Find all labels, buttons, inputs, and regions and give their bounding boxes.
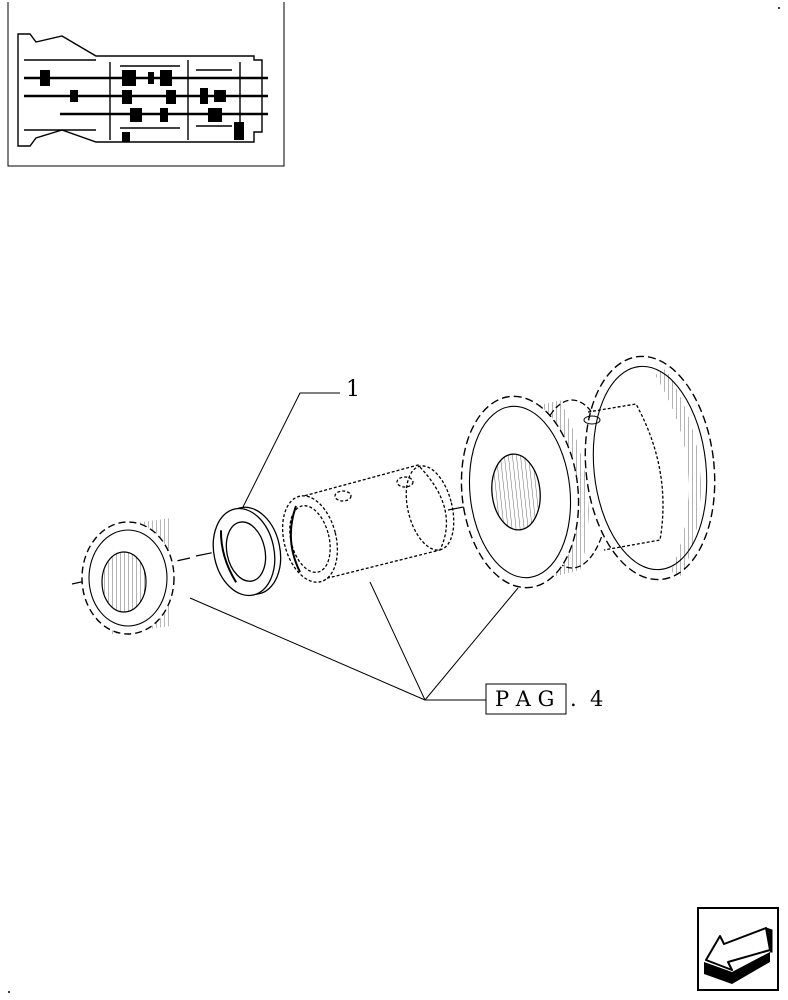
page-ref-boxed-label: P A G [495,687,554,711]
thrust-washer [212,506,282,597]
medium-spur-gear [460,395,611,589]
transmission-section-thumbnail [7,2,285,167]
corner-dot [8,991,10,993]
callout-part-1: 1 [242,377,360,508]
part-number-label: 1 [346,377,360,402]
small-spur-gear [81,516,180,635]
corner-dot [778,7,780,9]
page-ref-number: . 4 [570,687,603,711]
sleeve-bushing [281,464,455,583]
large-gear-with-hub [583,355,716,581]
next-page-arrow-icon[interactable] [697,907,779,991]
callout-page-reference: P A G . 4 [189,581,603,715]
